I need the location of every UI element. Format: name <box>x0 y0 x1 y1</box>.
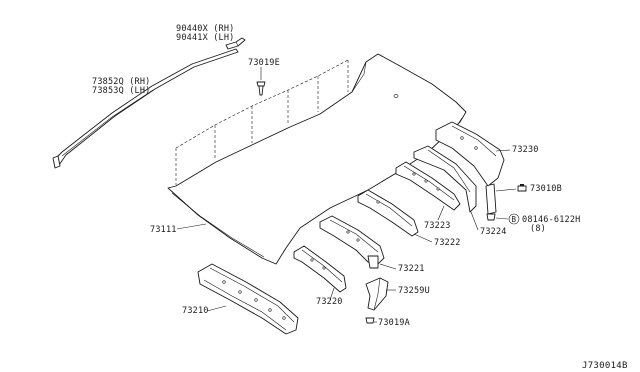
label-08146-qty: (8) <box>530 224 546 234</box>
label-73019e: 73019E <box>248 58 280 68</box>
bolt-symbol-icon <box>508 213 520 225</box>
label-73852q: 73852Q (RH) <box>92 77 151 87</box>
label-73224: 73224 <box>480 227 507 237</box>
reference-code: J730014B <box>582 361 628 371</box>
roof-bow-73220 <box>293 245 347 293</box>
roof-molding-strip <box>52 48 239 169</box>
front-roof-rail-73210 <box>197 263 299 335</box>
roof-molding-clip <box>225 37 246 50</box>
label-73221: 73221 <box>398 264 425 274</box>
label-73223: 73223 <box>424 221 451 231</box>
bracket-73259u <box>365 277 389 311</box>
roof-bow-73222 <box>357 189 419 237</box>
bolt-08146 <box>486 213 496 221</box>
label-73210: 73210 <box>182 306 209 316</box>
roof-bow-73223 <box>395 161 461 211</box>
roof-bow-73224 <box>413 145 477 213</box>
clip-73019e <box>256 81 266 96</box>
roof-bow-73221 <box>319 215 385 269</box>
molding-alignment-lines <box>175 59 349 185</box>
clip-73019a <box>365 317 375 324</box>
label-73111: 73111 <box>150 225 177 235</box>
roof-panel-73111 <box>167 53 467 265</box>
label-08146: 08146-6122H <box>522 215 581 225</box>
bolt-symbol-letter: B <box>512 215 517 224</box>
label-73853q: 73853Q (LH) <box>92 86 151 96</box>
label-73222: 73222 <box>434 238 461 248</box>
label-73019a: 73019A <box>378 318 410 328</box>
label-73010b: 73010B <box>530 184 562 194</box>
label-73230: 73230 <box>512 145 539 155</box>
clip-73010b <box>517 184 527 192</box>
rear-roof-rail-73230 <box>435 121 505 215</box>
label-90441x: 90441X (LH) <box>176 33 235 43</box>
label-90440x: 90440X (RH) <box>176 24 235 34</box>
label-73220: 73220 <box>316 297 343 307</box>
label-73259u: 73259U <box>398 286 430 296</box>
